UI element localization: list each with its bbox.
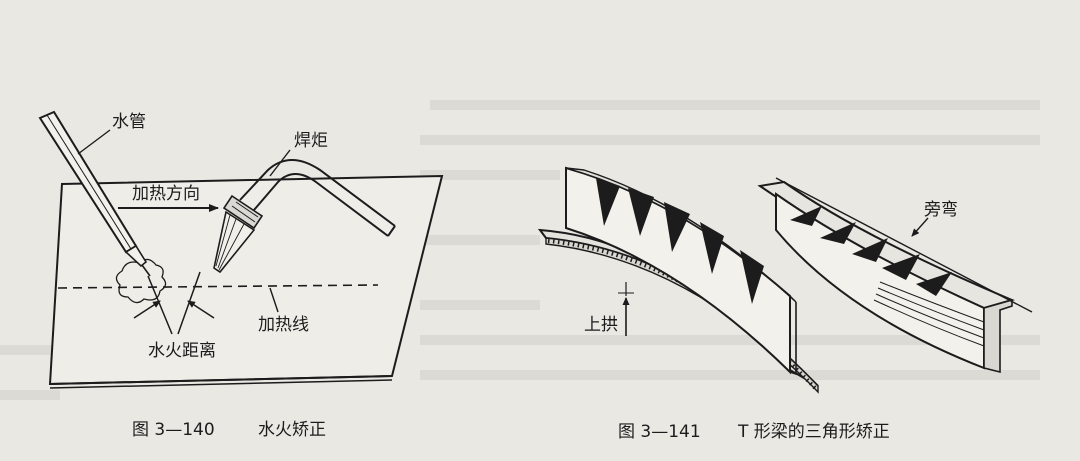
caption-title-right: T 形梁的三角形矫正 — [737, 422, 890, 442]
t-beam-camber: 上拱 — [537, 166, 819, 394]
t-beam-lateral: 旁弯 — [757, 177, 1033, 374]
figure-water-fire-correction: 水管 焊炬 加热方向 加热线 水火距离 图 3—140 水火矫正 — [38, 110, 444, 440]
lateral-bend-line — [775, 177, 1033, 313]
label-heating-direction: 加热方向 — [132, 184, 200, 204]
label-upward-camber: 上拱 — [584, 315, 618, 335]
lateral-bend-arrow — [911, 217, 929, 237]
water-pipe — [38, 110, 151, 277]
caption-number-left: 图 3—140 — [132, 420, 215, 440]
heating-line-leader — [269, 287, 279, 313]
heating-triangles-camber — [596, 178, 764, 304]
caption-number-right: 图 3—141 — [618, 422, 701, 442]
heating-line — [57, 284, 379, 289]
torch-leader — [269, 149, 291, 177]
label-heating-line: 加热线 — [258, 315, 309, 335]
label-torch: 焊炬 — [294, 131, 328, 151]
welding-torch — [213, 159, 396, 274]
label-lateral-bend: 旁弯 — [924, 200, 958, 220]
label-water-pipe: 水管 — [112, 112, 146, 132]
label-water-fire-distance: 水火距离 — [148, 341, 216, 361]
caption-title-left: 水火矫正 — [258, 420, 326, 440]
water-pipe-leader — [77, 129, 111, 155]
figure-t-beam-triangle-correction: 上拱 — [537, 166, 1033, 442]
background-text-shadow — [0, 100, 1040, 400]
steam-cloud — [115, 258, 167, 304]
distance-dimension — [133, 271, 215, 335]
heating-triangles-lateral — [790, 206, 952, 296]
